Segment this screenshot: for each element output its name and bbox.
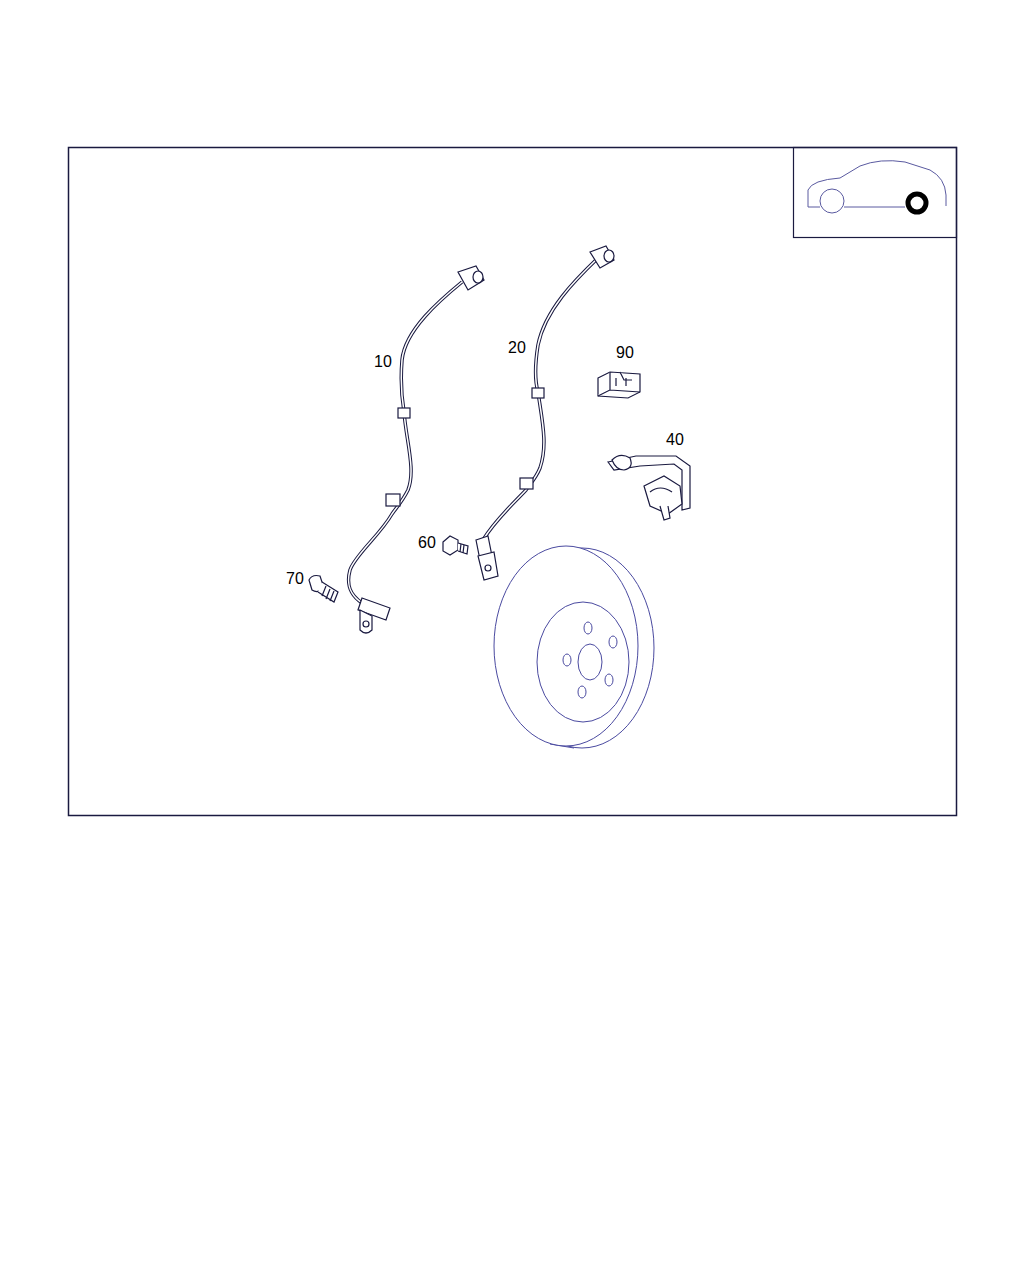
bolts bbox=[309, 536, 468, 602]
callout-number: 70 bbox=[284, 570, 306, 588]
car-icon bbox=[808, 161, 946, 213]
frame bbox=[69, 148, 957, 816]
callout-number: 20 bbox=[506, 339, 528, 357]
cable-clip bbox=[598, 372, 640, 398]
brake-disc bbox=[494, 546, 654, 748]
callout-number: 60 bbox=[416, 534, 438, 552]
cable-bracket bbox=[608, 455, 690, 520]
sensor-cable-left bbox=[349, 266, 485, 633]
callout-number: 90 bbox=[614, 344, 636, 362]
callout-number: 10 bbox=[372, 353, 394, 371]
sensor-cable-right bbox=[476, 246, 614, 580]
callout-number: 40 bbox=[664, 431, 686, 449]
